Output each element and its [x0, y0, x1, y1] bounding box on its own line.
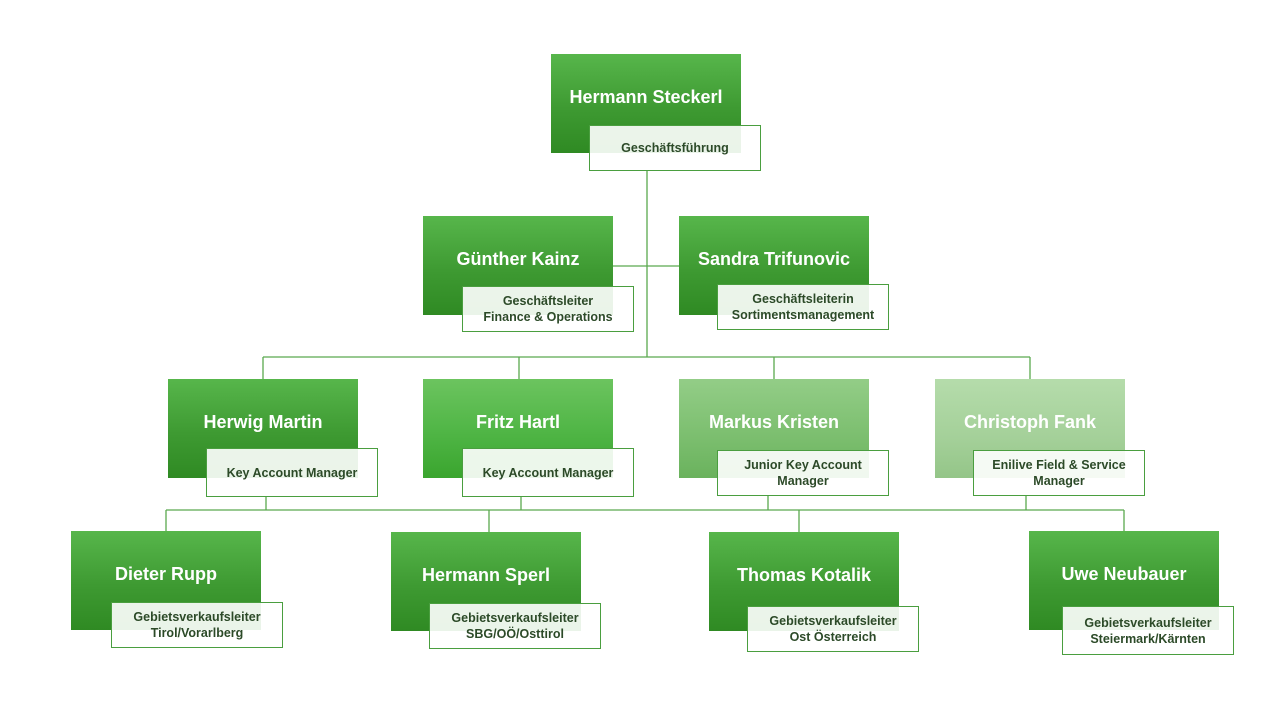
role-line-2: Ost Österreich — [789, 630, 877, 644]
role-box: Geschäftsführung — [589, 125, 761, 171]
role-line-2: Manager — [1033, 474, 1085, 488]
role-box: Gebietsverkaufsleiter Steiermark/Kärnten — [1062, 606, 1234, 655]
role-line-2: Steiermark/Kärnten — [1090, 631, 1206, 646]
role-box: Enilive Field & Service Manager — [973, 450, 1145, 496]
role-box: Junior Key Account Manager — [717, 450, 889, 496]
role-line-1: Key Account Manager — [482, 465, 614, 480]
role-line-2: Finance & Operations — [483, 310, 613, 324]
role-line-2: Tirol/Vorarlberg — [150, 626, 244, 640]
role-box: Geschäftsleiter Finance & Operations — [462, 286, 634, 332]
role-line-1: Key Account Manager — [226, 465, 358, 480]
role-line-1: Geschäftsleiter — [502, 294, 594, 308]
role-line-1: Gebietsverkaufsleiter — [769, 614, 897, 628]
role-line-1: Gebietsverkaufsleiter — [1084, 615, 1212, 630]
role-line-1: Junior Key Account — [744, 458, 862, 472]
role-box: Gebietsverkaufsleiter SBG/OÖ/Osttirol — [429, 603, 601, 649]
role-box: Gebietsverkaufsleiter Tirol/Vorarlberg — [111, 602, 283, 648]
role-box: Geschäftsleiterin Sortimentsmanagement — [717, 284, 889, 330]
role-line-2: Sortimentsmanagement — [731, 308, 875, 322]
role-line-1: Gebietsverkaufsleiter — [451, 611, 579, 625]
role-box: Key Account Manager — [462, 448, 634, 497]
role-line-2: SBG/OÖ/Osttirol — [466, 627, 564, 641]
role-line-1: Enilive Field & Service — [992, 458, 1126, 472]
role-box: Gebietsverkaufsleiter Ost Österreich — [747, 606, 919, 652]
role-line-1: Gebietsverkaufsleiter — [133, 610, 261, 624]
role-box: Key Account Manager — [206, 448, 378, 497]
role-line-1: Geschäftsleiterin — [752, 292, 854, 306]
role-line-2: Manager — [777, 474, 829, 488]
role-line-1: Geschäftsführung — [621, 141, 729, 155]
